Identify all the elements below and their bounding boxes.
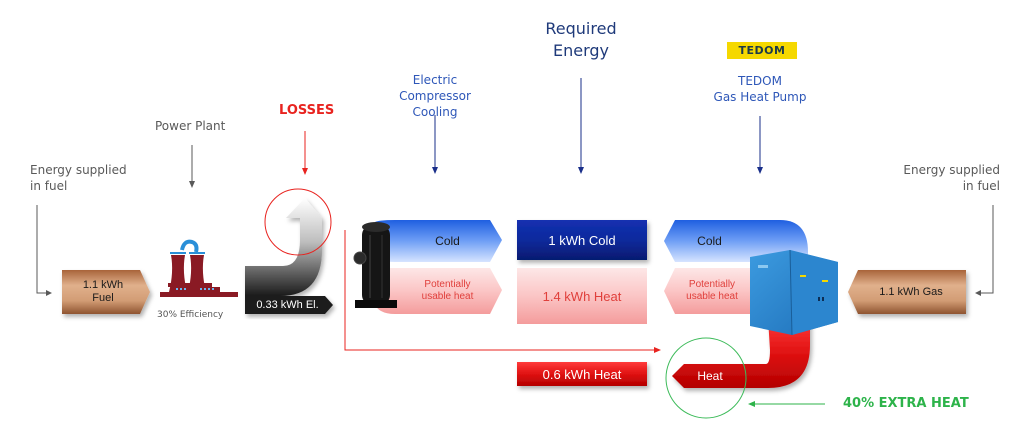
- pump-cold-arrow: [664, 220, 808, 262]
- fuel-input-arrow: [62, 270, 150, 314]
- electric-compressor-label: Electric Compressor Cooling: [375, 72, 495, 120]
- compressor-heat-arrow: [375, 268, 502, 314]
- losses-arrow: [302, 131, 308, 175]
- gas-input-arrow: [848, 270, 966, 314]
- tedom-pump-label: TEDOM Gas Heat Pump: [705, 73, 815, 105]
- fuel-right-label-line2: in fuel: [962, 179, 1000, 193]
- required-energy-line1: Required: [545, 19, 617, 38]
- power-plant-label: Power Plant: [155, 119, 226, 133]
- pump-heat-text: Potentially usable heat: [672, 268, 752, 314]
- power-plant-icon: [160, 239, 238, 297]
- tedom-pump-label-line1: TEDOM: [738, 74, 782, 88]
- power-plant-arrow: [189, 145, 195, 188]
- compressor-cold-text: Cold: [435, 234, 460, 248]
- required-cold-box: [517, 220, 647, 260]
- losses-to-heat-connector: [344, 230, 661, 353]
- pump-heat-arrow: [664, 268, 760, 314]
- compressor-heat-line2: usable heat: [421, 291, 474, 302]
- gas-heat-pump-icon: [750, 249, 838, 336]
- electric-compressor-label-line1: Electric: [412, 73, 458, 87]
- pump-extra-heat-text: Heat: [697, 369, 723, 383]
- pump-heat-line1: Potentially: [688, 279, 736, 290]
- tedom-logo: TEDOM: [727, 42, 797, 59]
- extra-heat-value-text: 0.6 kWh Heat: [542, 366, 622, 382]
- pump-heat-line2: usable heat: [686, 291, 738, 302]
- fuel-right-connector: [975, 205, 994, 296]
- fuel-input-line1: 1.1 kWh: [82, 279, 124, 291]
- fuel-left-label: Energy supplied in fuel: [30, 162, 127, 194]
- fuel-input-text: 1.1 kWh Fuel: [62, 270, 144, 314]
- required-energy-arrow: [578, 78, 584, 174]
- tedom-arrow: [757, 116, 763, 174]
- extra-heat-value-box: [517, 362, 647, 386]
- pump-cold-text: Cold: [697, 234, 722, 248]
- extra-heat-highlight-circle: [665, 337, 747, 419]
- compressor-heat-line1: Potentially: [424, 279, 471, 290]
- tedom-pump-label-line2: Gas Heat Pump: [713, 90, 807, 104]
- fuel-left-connector: [36, 205, 52, 296]
- fuel-right-label-line1: Energy supplied: [903, 163, 1000, 177]
- fuel-left-label-line2: in fuel: [30, 179, 68, 193]
- losses-highlight-circle: [264, 188, 332, 256]
- required-cold-text: 1 kWh Cold: [548, 232, 616, 248]
- required-energy-title: Required Energy: [531, 18, 631, 62]
- extra-heat-label: 40% EXTRA HEAT: [843, 396, 969, 411]
- losses-label: LOSSES: [279, 103, 335, 118]
- fuel-right-label: Energy supplied in fuel: [880, 162, 1000, 194]
- fuel-input-line2: Fuel: [92, 292, 114, 304]
- required-energy-line2: Energy: [552, 41, 609, 60]
- electric-compressor-label-line2: Compressor Cooling: [399, 89, 471, 119]
- pump-extra-heat-arrow: [672, 318, 810, 388]
- gas-input-text: 1.1 kWh Gas: [879, 286, 943, 298]
- compressor-heat-text: Potentially usable heat: [400, 268, 495, 314]
- compressor-cold-arrow: [375, 220, 502, 262]
- efficiency-label: 30% Efficiency: [157, 310, 224, 320]
- electricity-text: 0.33 kWh El.: [256, 299, 319, 311]
- extra-heat-arrow: [748, 401, 825, 407]
- required-heat-text: 1.4 kWh Heat: [542, 288, 622, 304]
- compressor-icon: [353, 222, 397, 308]
- electricity-flow: [245, 198, 333, 314]
- fuel-left-label-line1: Energy supplied: [30, 163, 127, 177]
- electric-compressor-arrow: [432, 115, 438, 174]
- required-heat-box: [517, 268, 647, 324]
